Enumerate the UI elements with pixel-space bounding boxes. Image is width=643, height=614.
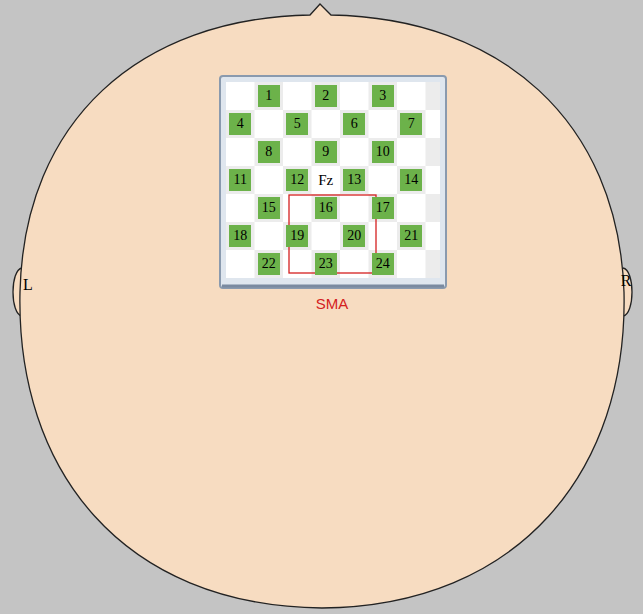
electrode-position: Fz [318,173,333,188]
electrode-square: 17 [372,197,394,219]
grid-cell [226,166,255,194]
electrode-number: 10 [376,145,390,159]
grid-cell [426,138,441,166]
grid-cell [255,82,284,110]
electrode-number: 19 [290,229,304,243]
electrode-number: 14 [404,173,418,187]
electrode-number: 17 [376,201,390,215]
grid-cell [426,194,441,222]
electrode-number: 8 [265,145,272,159]
electrode-number: 16 [319,201,333,215]
electrode-square: 21 [400,225,422,247]
electrode-square: 22 [258,253,280,275]
grid-cell [397,110,426,138]
electrode-square: 4 [229,113,251,135]
grid-cells [226,82,440,278]
electrode-square: 7 [400,113,422,135]
electrode-square: 3 [372,85,394,107]
electrode-square: 23 [315,253,337,275]
electrode-square: 11 [229,169,251,191]
side-label: L [23,277,33,293]
electrode-number: 15 [262,201,276,215]
region-label: SMA [316,296,349,311]
electrode-square: 24 [372,253,394,275]
electrode-square: 12 [286,169,308,191]
electrode-square: 1 [258,85,280,107]
grid-cell [340,110,369,138]
electrode-number: 12 [290,173,304,187]
grid-cell [283,166,312,194]
electrode-square: 15 [258,197,280,219]
electrode-number: 1 [265,89,272,103]
grid-cell [312,82,341,110]
electrode-square: 10 [372,141,394,163]
electrode-number: 24 [376,257,390,271]
electrode-number: 5 [294,117,301,131]
grid-cell [312,250,341,278]
grid-cell [369,194,398,222]
grid-cell [369,82,398,110]
electrode-grid [226,82,440,278]
grid-cell [226,222,255,250]
grid-cell [226,110,255,138]
grid-cell [312,194,341,222]
grid-cell [312,138,341,166]
electrode-square: 8 [258,141,280,163]
electrode-square: 5 [286,113,308,135]
grid-cell [255,194,284,222]
electrode-square: 13 [343,169,365,191]
electrode-square: 20 [343,225,365,247]
side-label: R [621,273,632,289]
grid-cell [255,138,284,166]
electrode-square: 2 [315,85,337,107]
sma-region [289,195,376,273]
electrode-square: 19 [286,225,308,247]
grid-cell [255,250,284,278]
electrode-square: 18 [229,225,251,247]
electrode-number: 9 [322,145,329,159]
electrode-square: 9 [315,141,337,163]
electrode-square: 14 [400,169,422,191]
electrode-number: 3 [379,89,386,103]
electrode-number: 2 [322,89,329,103]
electrode-number: 21 [404,229,418,243]
grid-cell [340,166,369,194]
grid-cell [283,110,312,138]
electrode-number: 20 [347,229,361,243]
electrode-number: 13 [347,173,361,187]
electrode-number: 23 [319,257,333,271]
electrode-number: 7 [408,117,415,131]
grid-cell [369,250,398,278]
electrode-square: 6 [343,113,365,135]
grid-cell [283,222,312,250]
grid-cell [426,82,441,110]
grid-cell [397,222,426,250]
electrode-square: 16 [315,197,337,219]
electrode-number: 18 [233,229,247,243]
electrode-number: 4 [237,117,244,131]
electrode-number: 22 [262,257,276,271]
electrode-number: 11 [234,173,247,187]
head-outline [20,4,624,608]
grid-cell [397,166,426,194]
grid-cell [369,138,398,166]
electrode-panel [220,76,446,288]
panel-edge [222,285,444,288]
grid-cell [340,222,369,250]
electrode-number: 6 [351,117,358,131]
grid-cell [426,250,441,278]
